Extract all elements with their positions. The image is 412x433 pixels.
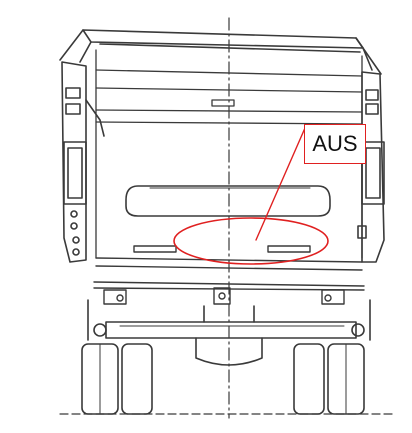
annotation-leader: [255, 127, 306, 241]
recessed-window: [125, 185, 331, 217]
annotation-label: AUS: [304, 124, 366, 164]
annotation-ellipse: [173, 217, 329, 265]
axle-frame: [87, 299, 371, 366]
body-top: [59, 29, 382, 75]
rear-platform: [93, 245, 365, 305]
right-wheels: [293, 343, 365, 415]
right-post: [357, 71, 385, 263]
left-post: [61, 61, 105, 263]
left-wheels: [81, 343, 153, 415]
